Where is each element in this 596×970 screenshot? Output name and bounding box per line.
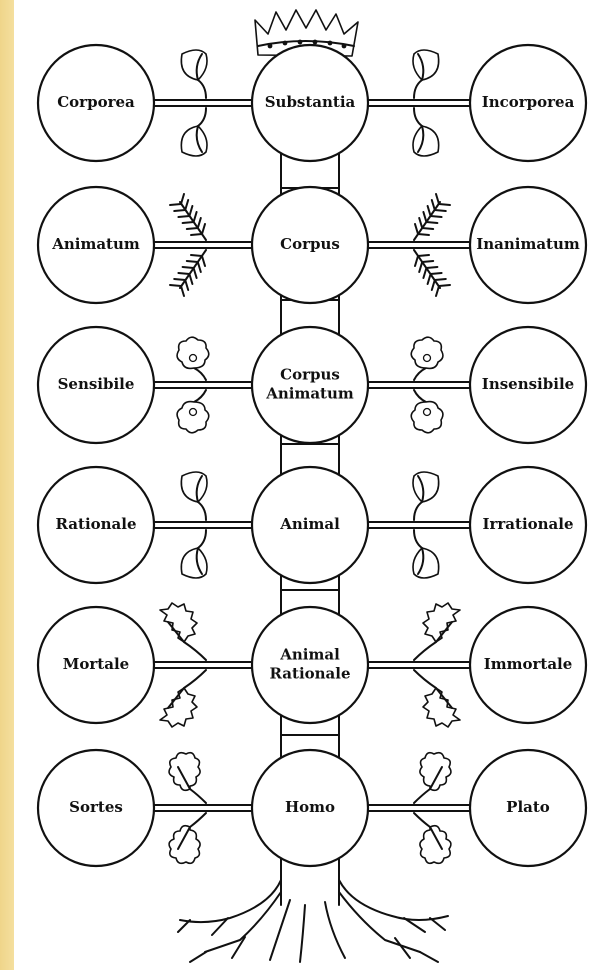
holly-leaf-icon bbox=[414, 670, 460, 727]
roots-icon bbox=[178, 880, 448, 962]
fern-leaf-icon bbox=[414, 194, 450, 240]
left-node: Sensibile bbox=[38, 327, 154, 443]
node-label: Animal bbox=[279, 515, 340, 533]
left-node: Corporea bbox=[38, 45, 154, 161]
right-node: Insensibile bbox=[470, 327, 586, 443]
node-label: Insensibile bbox=[482, 375, 574, 393]
left-node: Animatum bbox=[38, 187, 154, 303]
holly-leaf-icon bbox=[160, 603, 206, 660]
center-node: Animal bbox=[252, 467, 368, 583]
oval-leaf-icon bbox=[413, 472, 439, 520]
right-node: Incorporea bbox=[470, 45, 586, 161]
oak-leaf-icon bbox=[414, 813, 451, 863]
node-label: Inanimatum bbox=[476, 235, 580, 253]
oval-leaf-icon bbox=[413, 108, 439, 156]
oak-leaf-icon bbox=[169, 753, 206, 803]
node-label: Animatum bbox=[265, 385, 354, 403]
node-label: Mortale bbox=[63, 655, 129, 673]
oval-leaf-icon bbox=[181, 472, 207, 520]
node-label: Irrationale bbox=[482, 515, 573, 533]
left-node: Rationale bbox=[38, 467, 154, 583]
oval-leaf-icon bbox=[181, 108, 207, 156]
flower-leaf-icon bbox=[177, 390, 209, 433]
fern-leaf-icon bbox=[170, 194, 206, 240]
flower-leaf-icon bbox=[177, 337, 209, 380]
oak-leaf-icon bbox=[169, 813, 206, 863]
oval-leaf-icon bbox=[413, 50, 439, 98]
oval-leaf-icon bbox=[413, 530, 439, 578]
node-label: Sensibile bbox=[58, 375, 135, 393]
left-node: Mortale bbox=[38, 607, 154, 723]
right-node: Inanimatum bbox=[470, 187, 586, 303]
node-label: Corpus bbox=[280, 366, 340, 384]
right-node: Immortale bbox=[470, 607, 586, 723]
flower-leaf-icon bbox=[411, 390, 443, 433]
holly-leaf-icon bbox=[414, 603, 460, 660]
center-node: Substantia bbox=[252, 45, 368, 161]
node-label: Animatum bbox=[51, 235, 140, 253]
oval-leaf-icon bbox=[181, 50, 207, 98]
node-label: Plato bbox=[506, 798, 550, 816]
right-node: Irrationale bbox=[470, 467, 586, 583]
holly-leaf-icon bbox=[160, 670, 206, 727]
node-label: Homo bbox=[285, 798, 335, 816]
node-label: Substantia bbox=[265, 93, 356, 111]
center-node: Corpus bbox=[252, 187, 368, 303]
node-label: Sortes bbox=[69, 798, 123, 816]
branches bbox=[154, 50, 470, 863]
node-label: Corporea bbox=[57, 93, 135, 111]
right-node: Plato bbox=[470, 750, 586, 866]
node-label: Animal bbox=[279, 646, 340, 664]
node-label: Rationale bbox=[269, 665, 350, 683]
fern-leaf-icon bbox=[170, 250, 206, 296]
node-label: Immortale bbox=[484, 655, 573, 673]
center-node: Homo bbox=[252, 750, 368, 866]
oval-leaf-icon bbox=[181, 530, 207, 578]
node-label: Rationale bbox=[55, 515, 136, 533]
node-label: Corpus bbox=[280, 235, 340, 253]
flower-leaf-icon bbox=[411, 337, 443, 380]
node-label: Incorporea bbox=[482, 93, 575, 111]
left-node: Sortes bbox=[38, 750, 154, 866]
oak-leaf-icon bbox=[414, 753, 451, 803]
fern-leaf-icon bbox=[414, 250, 450, 296]
